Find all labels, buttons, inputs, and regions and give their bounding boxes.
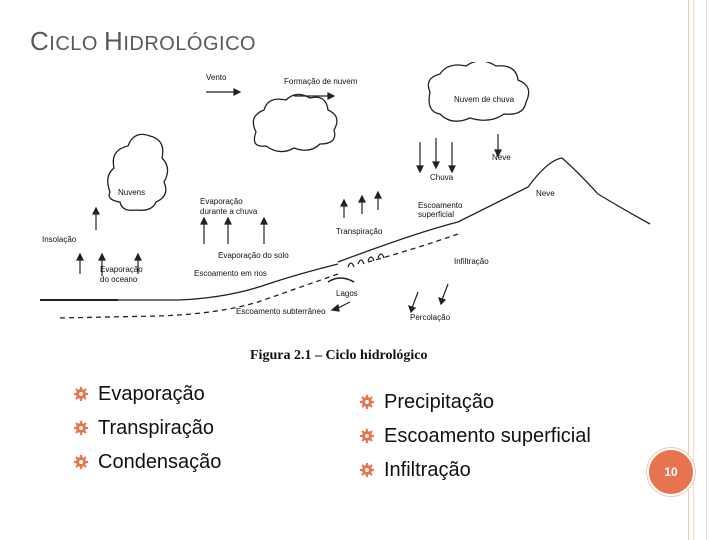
label-evap-chuva-1: Evaporação (200, 197, 243, 206)
mountain (337, 157, 651, 263)
label-escoamento-sup-1: Escoamento (418, 201, 463, 210)
bullet-text: Evaporação (98, 383, 205, 405)
label-nuvens: Nuvens (118, 188, 145, 197)
groundwater-line-2 (367, 233, 459, 263)
gear-icon (74, 387, 88, 401)
ground-surface (58, 263, 339, 301)
hydrological-cycle-figure: Vento Formação de nuvem Nuvem de chuva N… (38, 62, 688, 362)
label-formacao-nuvem: Formação de nuvem (284, 77, 358, 86)
label-evap-solo: Evaporação do solo (218, 251, 289, 260)
title-part-1: ICLO (49, 33, 105, 55)
decorative-border-line (693, 0, 694, 540)
gear-icon (74, 421, 88, 435)
label-lagos: Lagos (336, 289, 358, 298)
label-transpiracao: Transpiração (336, 227, 383, 236)
hydrological-cycle-diagram: Vento Formação de nuvem Nuvem de chuva N… (40, 62, 651, 362)
figure-caption: Figura 2.1 – Ciclo hidrológico (250, 348, 427, 362)
gear-icon (360, 463, 374, 477)
page-number-badge: 10 (647, 448, 695, 496)
cloud-rain (427, 62, 530, 122)
list-item: Evaporação (74, 377, 221, 411)
label-neve-mountain: Neve (536, 189, 555, 198)
label-neve-top: Neve (492, 153, 511, 162)
bullet-text: Escoamento superficial (384, 425, 591, 447)
label-escoamento-subterraneo: Escoamento subterrâneo (236, 307, 326, 316)
label-chuva: Chuva (430, 173, 454, 182)
bullet-text: Condensação (98, 451, 222, 473)
title-letter-c: C (30, 26, 50, 56)
title-letter-h: H (104, 26, 124, 56)
gear-icon (360, 429, 374, 443)
list-item: Escoamento superficial (360, 419, 591, 453)
decorative-border-line (688, 0, 689, 540)
label-nuvem-chuva: Nuvem de chuva (454, 95, 515, 104)
gear-icon (74, 455, 88, 469)
list-item: Transpiração (74, 411, 221, 445)
decorative-border-line (706, 0, 707, 540)
label-vento: Vento (206, 73, 227, 82)
bullet-list-left: Evaporação Transpiração Condensação (74, 377, 222, 479)
bullet-text: Precipitação (384, 391, 495, 413)
list-item: Precipitação (360, 385, 591, 419)
label-evap-oceano-2: do oceano (100, 275, 138, 284)
bullet-text: Infiltração (384, 459, 471, 481)
title-part-2: IDROLÓGICO (123, 33, 257, 55)
cloud-formation (252, 93, 338, 153)
label-percolacao: Percolação (410, 313, 451, 322)
label-evap-oceano-1: Evaporação (100, 265, 143, 274)
label-insolacao: Insolação (42, 235, 77, 244)
label-infiltracao: Infiltração (454, 257, 489, 266)
lake (327, 277, 355, 283)
gear-icon (360, 395, 374, 409)
list-item: Infiltração (360, 453, 591, 487)
slide-title: CICLO HIDROLÓGICO (30, 26, 256, 57)
label-escoamento-rios: Escoamento em rios (194, 269, 267, 278)
cloud-tall (107, 133, 169, 211)
label-evap-chuva-2: durante a chuva (200, 207, 258, 216)
trees (347, 253, 385, 268)
label-escoamento-sup-2: superficial (418, 210, 454, 219)
bullet-list-right: Precipitação Escoamento superficial Infi… (360, 385, 591, 487)
groundwater-line (57, 273, 339, 319)
bullet-text: Transpiração (98, 417, 214, 439)
list-item: Condensação (74, 445, 222, 479)
